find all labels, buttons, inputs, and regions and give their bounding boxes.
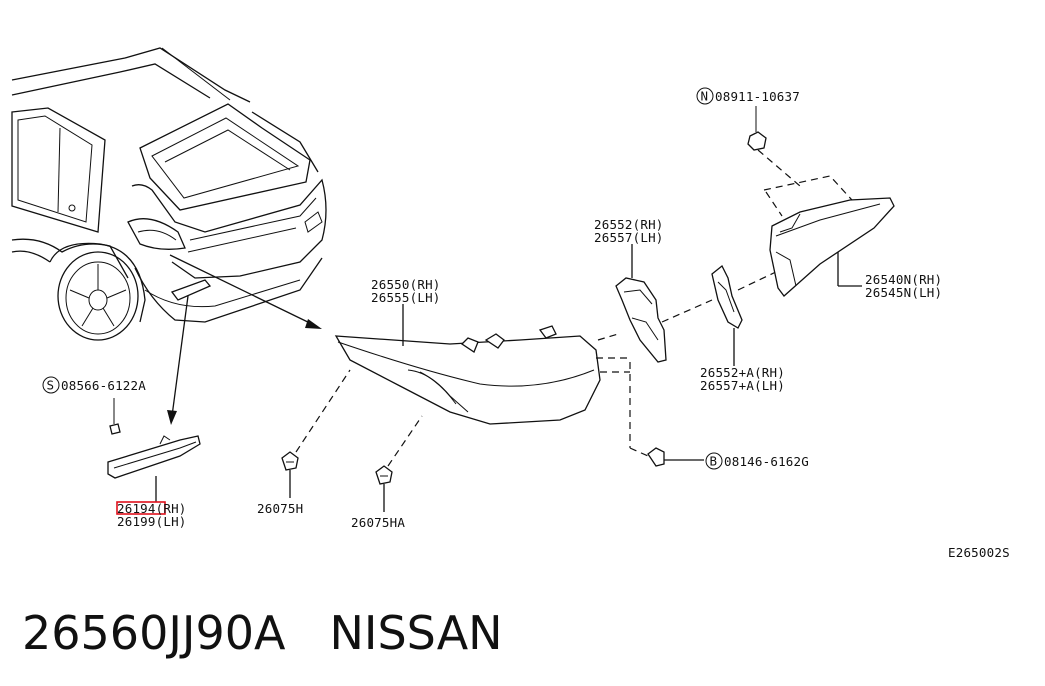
label-bracket-upper: 26552(RH) 26557(LH) — [594, 217, 664, 245]
clip-26075ha — [375, 415, 423, 512]
part-label-lh: 26555(LH) — [371, 290, 441, 305]
main-rear-lamp-part — [334, 304, 631, 448]
label-inner-lamp: 26540N(RH) 26545N(LH) — [865, 272, 942, 300]
bracket-lower-part — [711, 264, 781, 366]
part-label-clip-h: 26075H — [257, 501, 303, 516]
part-label-lh: 26557(LH) — [594, 230, 664, 245]
part-label-rh: 26552(RH) — [594, 217, 664, 232]
part-label-rh: 26552+A(RH) — [700, 365, 785, 380]
vehicle-rear-illustration — [11, 47, 327, 341]
inner-lamp-part — [763, 175, 895, 297]
clip-26075h — [281, 369, 351, 498]
label-side-reflector: 26194(RH) 26199(LH) — [116, 501, 187, 529]
part-label-lh: 26545N(LH) — [865, 285, 942, 300]
footer-part-number: 26560JJ90A — [22, 606, 286, 660]
screw-08566 — [109, 398, 121, 435]
label-bracket-lower: 26552+A(RH) 26557+A(LH) — [700, 365, 785, 393]
footer-brand: NISSAN — [329, 606, 503, 660]
callout-number: 08146-6162G — [724, 454, 809, 469]
callout-prefix: B — [710, 454, 718, 469]
callout-prefix: N — [701, 89, 709, 104]
part-label-lh: 26199(LH) — [117, 514, 187, 529]
callout-prefix: S — [47, 378, 55, 393]
part-label-rh: 26194(RH) — [117, 501, 187, 516]
pointer-arrows — [167, 254, 322, 425]
footer-caption: 26560JJ90A NISSAN — [22, 598, 503, 668]
bracket-upper-part — [597, 244, 713, 363]
bolt-08146 — [629, 447, 704, 467]
label-main-lamp: 26550(RH) 26555(LH) — [371, 277, 441, 305]
part-label-rh: 26540N(RH) — [865, 272, 942, 287]
highlight-box — [116, 501, 166, 515]
diagram-code: E265002S — [948, 545, 1010, 560]
part-label-lh: 26557+A(LH) — [700, 378, 785, 393]
nut-08911 — [747, 106, 801, 187]
callout-nut-08911: N 08911-10637 — [696, 87, 800, 105]
callout-screw-08566: S 08566-6122A — [42, 376, 146, 394]
callout-number: 08911-10637 — [715, 89, 800, 104]
part-label-clip-ha: 26075HA — [351, 515, 405, 530]
part-label-rh: 26550(RH) — [371, 277, 441, 292]
callout-number: 08566-6122A — [61, 378, 146, 393]
side-reflector-part — [107, 435, 201, 502]
callout-bolt-08146: B 08146-6162G — [705, 452, 809, 470]
